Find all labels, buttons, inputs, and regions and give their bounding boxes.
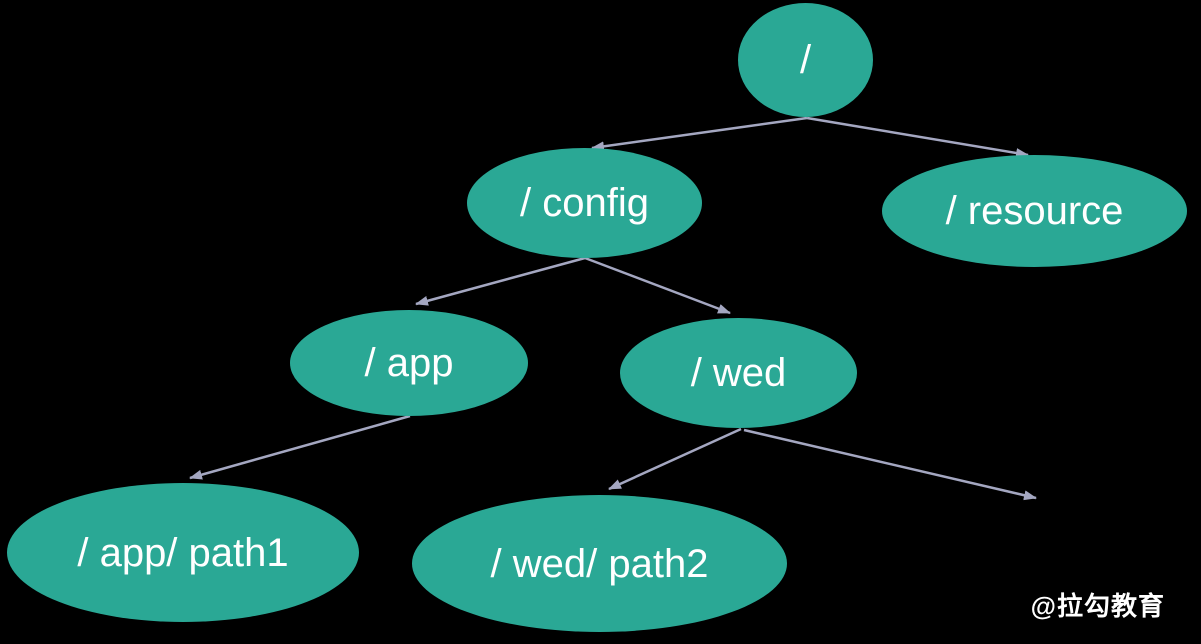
tree-node-wed-path2: / wed/ path2 <box>412 495 787 632</box>
edge-root-to-config <box>591 116 808 152</box>
tree-node-root: / <box>738 3 873 117</box>
tree-node-label: / wed/ path2 <box>490 541 709 586</box>
edge-root-to-resource <box>806 116 1029 158</box>
tree-node-label: / config <box>520 181 649 225</box>
tree-node-label: / app <box>364 341 454 385</box>
watermark: @拉勾教育 <box>1030 591 1165 621</box>
edge-wed-to-offscreen-right <box>743 428 1037 501</box>
tree-node-label: / wed <box>690 351 787 395</box>
tree-node-config: / config <box>467 148 702 258</box>
tree-node-label: / <box>799 38 812 82</box>
tree-node-wed: / wed <box>620 318 857 428</box>
tree-node-label: / resource <box>945 189 1124 233</box>
tree-node-app-path1: / app/ path1 <box>7 483 359 622</box>
edge-app-to-app-path1 <box>189 414 411 480</box>
edge-config-to-wed <box>584 256 731 315</box>
tree-node-label: / app/ path1 <box>77 530 289 575</box>
tree-node-resource: / resource <box>882 155 1187 267</box>
edge-config-to-app <box>415 256 586 306</box>
tree-node-app: / app <box>290 310 528 416</box>
edge-wed-to-wed-path2 <box>608 427 742 491</box>
